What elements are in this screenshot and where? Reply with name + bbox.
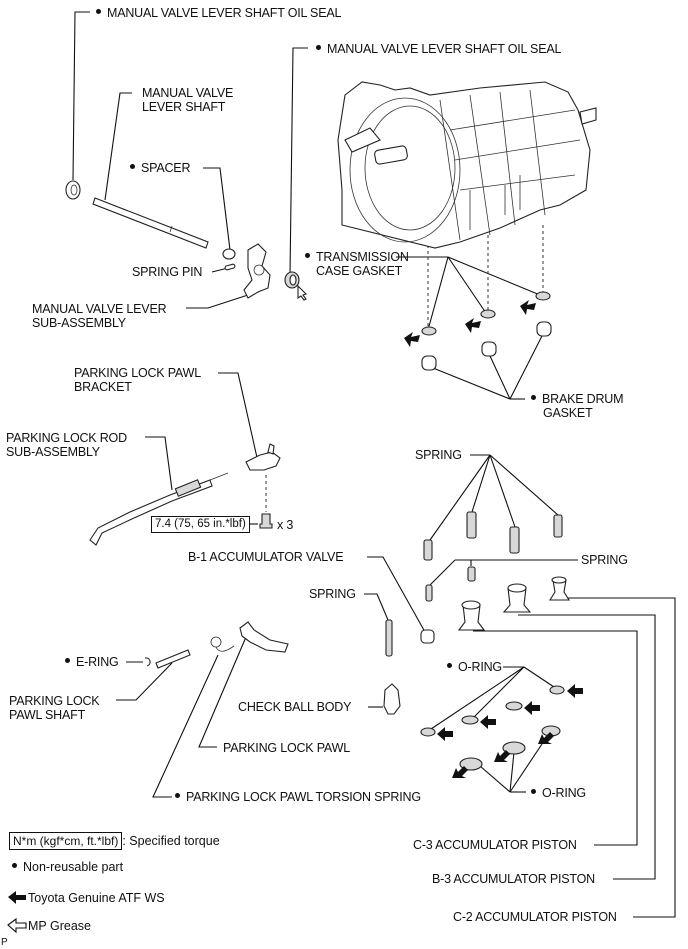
spacer-part — [222, 248, 236, 260]
torque-spec-box: 7.4 (75, 65 in.*lbf) — [151, 516, 250, 533]
legend-torque: N*m (kgf*cm, ft.*lbf): Specified torque — [9, 832, 220, 850]
label-c2-piston: C-2 ACCUMULATOR PISTON — [453, 910, 617, 924]
spring-parts — [385, 511, 563, 657]
transmission-case — [337, 81, 597, 249]
label-pawl-shaft-2: PAWL SHAFT — [9, 708, 86, 722]
pawl-shaft-part — [155, 649, 191, 669]
legend-atf: Toyota Genuine ATF WS — [28, 891, 165, 905]
label-bolt-qty: x 3 — [277, 518, 294, 532]
label-rod-sub-1: PARKING LOCK ROD — [6, 431, 127, 445]
parts — [65, 180, 570, 771]
lever-sub-part — [243, 243, 271, 299]
label-lever-sub-2: SUB-ASSEMBLY — [32, 316, 126, 330]
label-oil-seal-right: MANUAL VALVE LEVER SHAFT OIL SEAL — [316, 42, 561, 56]
label-lever-sub-1: MANUAL VALVE LEVER — [32, 302, 167, 316]
check-ball-body-part — [383, 683, 401, 715]
corner-mark: P — [1, 937, 8, 948]
label-spring-top: SPRING — [415, 448, 462, 462]
label-o-ring-bottom: O-RING — [531, 786, 586, 800]
label-case-gasket-1: TRANSMISSION — [305, 250, 409, 264]
oil-seal-left-part — [65, 180, 81, 200]
piston-parts — [457, 576, 570, 631]
label-b3-piston: B-3 ACCUMULATOR PISTON — [432, 872, 595, 886]
brake-drum-gasket-part — [421, 355, 437, 371]
label-c3-piston: C-3 ACCUMULATOR PISTON — [413, 838, 577, 852]
label-e-ring: E-RING — [65, 655, 119, 669]
legend-grease: MP Grease — [28, 919, 91, 933]
e-ring-part — [144, 657, 151, 667]
label-pawl-bracket-1: PARKING LOCK PAWL — [74, 366, 201, 380]
atf-arrows — [404, 300, 583, 778]
label-o-ring-top: O-RING — [447, 660, 502, 674]
label-spring-right: SPRING — [581, 553, 628, 567]
spring-pin-part — [224, 263, 236, 271]
label-pawl-shaft-1: PARKING LOCK — [9, 694, 100, 708]
label-lever-shaft-1: MANUAL VALVE — [142, 86, 234, 100]
legend-torque-box: N*m (kgf*cm, ft.*lbf) — [9, 832, 123, 850]
label-brake-drum-1: BRAKE DRUM — [531, 392, 624, 406]
label-torsion-spring: PARKING LOCK PAWL TORSION SPRING — [175, 790, 421, 804]
torsion-spring-part — [210, 636, 222, 648]
label-spring-left: SPRING — [309, 587, 356, 601]
lever-shaft-part — [92, 197, 209, 249]
parking-lock-rod-part — [89, 479, 213, 546]
label-parking-lock-pawl: PARKING LOCK PAWL — [223, 741, 350, 755]
label-case-gasket-2: CASE GASKET — [316, 264, 403, 278]
bolt-part — [259, 513, 273, 529]
o-ring-parts — [420, 685, 565, 771]
label-rod-sub-2: SUB-ASSEMBLY — [6, 445, 100, 459]
pawl-bracket-part — [245, 451, 281, 471]
outline-arrow-icon — [7, 917, 27, 934]
solid-arrow-icon — [8, 891, 26, 904]
b1-valve-part — [420, 629, 435, 644]
label-spring-pin: SPRING PIN — [132, 265, 203, 279]
label-lever-shaft-2: LEVER SHAFT — [142, 100, 226, 114]
leader-lines — [72, 11, 676, 918]
label-brake-drum-2: GASKET — [543, 406, 593, 420]
label-b1-valve: B-1 ACCUMULATOR VALVE — [188, 550, 344, 564]
label-check-ball-body: CHECK BALL BODY — [238, 700, 352, 714]
legend-torque-desc: : Specified torque — [122, 834, 220, 848]
label-spacer: SPACER — [130, 161, 190, 175]
label-oil-seal-left: MANUAL VALVE LEVER SHAFT OIL SEAL — [96, 6, 341, 20]
parking-lock-pawl-part — [239, 621, 289, 653]
legend-non-reusable: Non-reusable part — [12, 860, 123, 874]
label-pawl-bracket-2: BRACKET — [74, 380, 132, 394]
case-gasket-part — [421, 326, 437, 336]
